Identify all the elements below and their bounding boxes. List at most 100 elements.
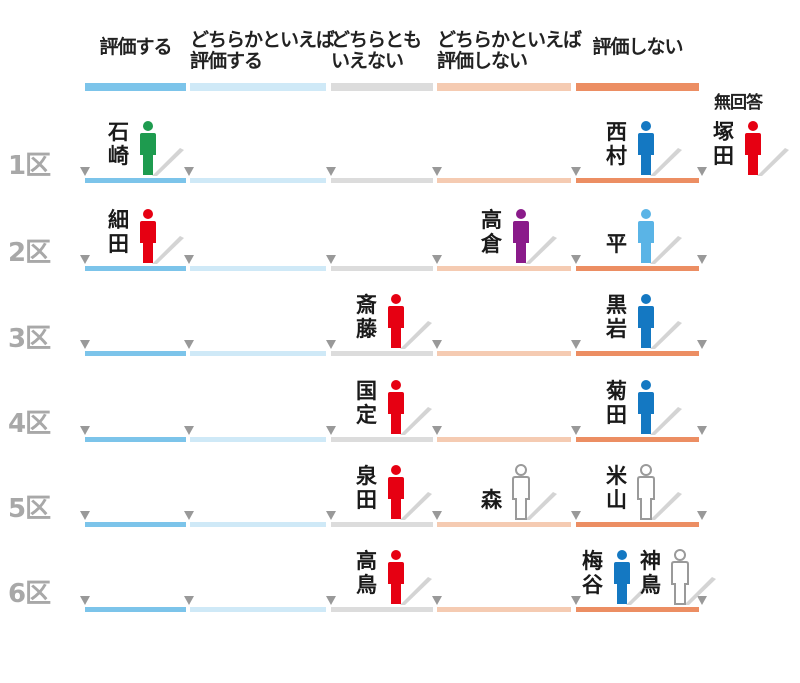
scale-segment: [437, 266, 571, 271]
person-icon: [614, 550, 658, 605]
scale-tick-marker: [184, 255, 194, 264]
district-label: 3区: [8, 324, 51, 354]
candidate-name: 国定: [356, 379, 377, 427]
scale-tick-marker: [697, 426, 707, 435]
candidate-name-char: 平: [606, 232, 627, 256]
candidate-name: 塚田: [713, 120, 734, 168]
scale-tick-marker: [80, 596, 90, 605]
scale-tick-marker: [326, 340, 336, 349]
category-header-line: 評価する: [190, 50, 263, 72]
scale-tick-marker: [432, 511, 442, 520]
scale-tick-marker: [184, 511, 194, 520]
category-header-line: 評価しない: [592, 36, 683, 58]
scale-tick-marker: [697, 511, 707, 520]
scale-segment: [576, 607, 699, 612]
person-icon: [638, 380, 682, 435]
scale-segment: [190, 351, 326, 356]
candidate-name-char: 神: [640, 549, 661, 573]
person-icon: [512, 464, 557, 520]
scale-segment: [437, 522, 571, 527]
category-header-0: 評価する: [85, 37, 186, 58]
scale-tick-marker: [571, 167, 581, 176]
scale-tick-marker: [571, 426, 581, 435]
scale-tick-marker: [184, 426, 194, 435]
person-icon: [388, 380, 432, 435]
candidate-name: 梅谷: [582, 549, 603, 597]
scale-segment: [190, 522, 326, 527]
scale-segment: [576, 266, 699, 271]
legend-color-bar-2: [331, 83, 433, 91]
candidate-name-char: 田: [606, 403, 627, 427]
person-icon: [140, 209, 184, 264]
scale-tick-marker: [432, 426, 442, 435]
legend-color-bar-0: [85, 83, 186, 91]
candidate-name: 高鳥: [356, 549, 377, 597]
candidate-name: 高倉: [481, 208, 502, 256]
district-label: 4区: [8, 409, 51, 439]
scale-tick-marker: [432, 340, 442, 349]
scale-tick-marker: [80, 511, 90, 520]
scale-tick-marker: [80, 340, 90, 349]
scale-segment: [331, 607, 433, 612]
scale-tick-marker: [571, 255, 581, 264]
candidate-name-char: 森: [481, 488, 502, 512]
scale-tick-marker: [80, 167, 90, 176]
scale-segment: [437, 437, 571, 442]
candidate-name: 神鳥: [640, 549, 661, 597]
candidate-name-char: 倉: [481, 232, 502, 256]
scale-segment: [576, 437, 699, 442]
scale-segment: [85, 266, 186, 271]
scale-segment: [331, 522, 433, 527]
scale-tick-marker: [571, 596, 581, 605]
scale-segment: [190, 607, 326, 612]
district-label: 1区: [8, 151, 51, 181]
candidate-name-char: 黒: [606, 293, 627, 317]
legend-color-bar-4: [576, 83, 699, 91]
person-icon: [637, 464, 682, 520]
candidate-name-char: 谷: [582, 573, 603, 597]
scale-segment: [190, 437, 326, 442]
candidate-name: 西村: [606, 120, 627, 168]
category-header-line: どちらかといえば: [437, 29, 582, 51]
category-header-line: どちらとも: [331, 29, 422, 51]
candidate-name-char: 田: [108, 232, 129, 256]
candidate-name-char: 高: [481, 208, 502, 232]
scale-tick-marker: [326, 511, 336, 520]
category-header-line: どちらかといえば: [190, 29, 335, 51]
scale-segment: [190, 178, 326, 183]
scale-segment: [576, 522, 699, 527]
scale-segment: [85, 522, 186, 527]
scale-segment: [576, 178, 699, 183]
category-header-line: 評価する: [99, 36, 172, 58]
candidate-name-char: 定: [356, 403, 377, 427]
person-icon: [388, 294, 432, 349]
candidate-name-char: 田: [356, 488, 377, 512]
scale-tick-marker: [571, 511, 581, 520]
scale-tick-marker: [697, 167, 707, 176]
legend-color-bar-1: [190, 83, 326, 91]
person-icon: [745, 121, 789, 176]
candidate-name: 石崎: [108, 120, 129, 168]
candidate-name-char: 鳥: [356, 573, 377, 597]
category-header-line: いえない: [331, 50, 404, 72]
candidate-name-char: 高: [356, 549, 377, 573]
candidate-name: 米山: [606, 464, 627, 512]
person-icon: [671, 549, 716, 605]
scale-tick-marker: [326, 255, 336, 264]
candidate-name-char: 村: [606, 144, 627, 168]
candidate-name-char: 西: [606, 120, 627, 144]
legend-color-bar-3: [437, 83, 571, 91]
scale-segment: [331, 437, 433, 442]
scale-segment: [85, 351, 186, 356]
scale-tick-marker: [326, 426, 336, 435]
scale-tick-marker: [432, 167, 442, 176]
scale-tick-marker: [697, 255, 707, 264]
candidate-name-char: 山: [606, 488, 627, 512]
person-icon: [638, 209, 682, 264]
scale-tick-marker: [326, 167, 336, 176]
candidate-name: 斎藤: [356, 293, 377, 341]
scale-segment: [85, 607, 186, 612]
person-icon: [140, 121, 184, 176]
candidate-name-char: 塚: [713, 120, 734, 144]
scale-tick-marker: [80, 426, 90, 435]
